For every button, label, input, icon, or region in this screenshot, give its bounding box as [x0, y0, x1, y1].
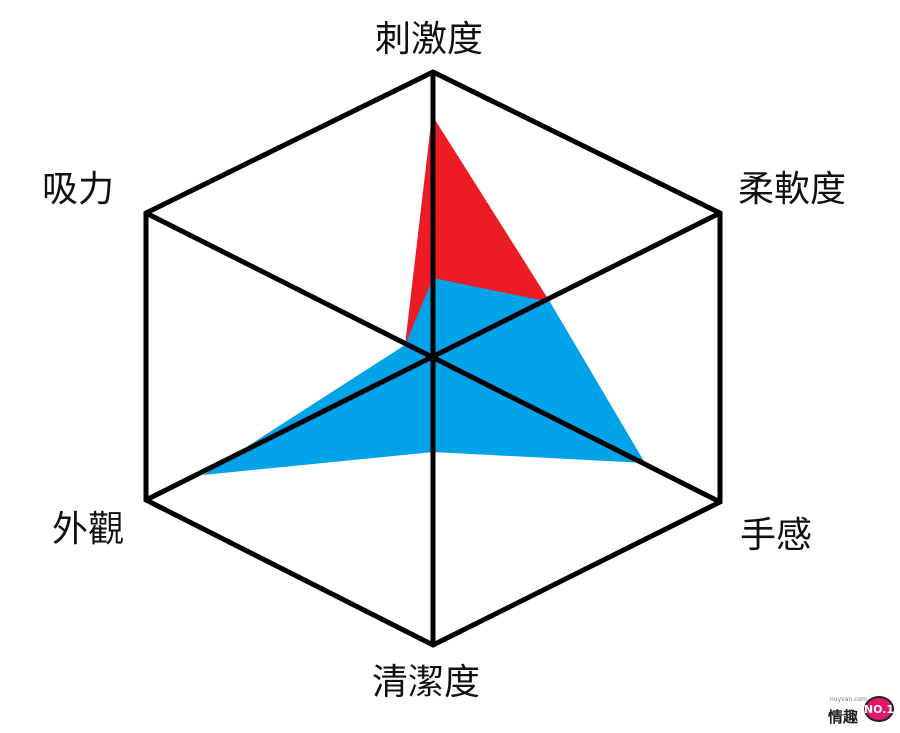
watermark-text: 情趣: [828, 708, 859, 726]
axis-label-stimulation: 刺激度: [375, 19, 484, 60]
axis-label-softness: 柔軟度: [738, 169, 847, 210]
axis-label-feel: 手感: [740, 515, 813, 556]
axis-label-cleanliness: 清潔度: [372, 662, 481, 703]
watermark-logo: nuyvan.com 情趣 NO.1: [826, 692, 896, 730]
series-blue-area: [203, 278, 645, 475]
watermark-badge: NO.1: [864, 696, 894, 722]
axis-label-suction: 吸力: [42, 169, 115, 210]
axis-label-appearance: 外觀: [52, 509, 125, 550]
radar-spokes: [144, 72, 722, 645]
watermark-url: nuyvan.com: [830, 696, 867, 703]
